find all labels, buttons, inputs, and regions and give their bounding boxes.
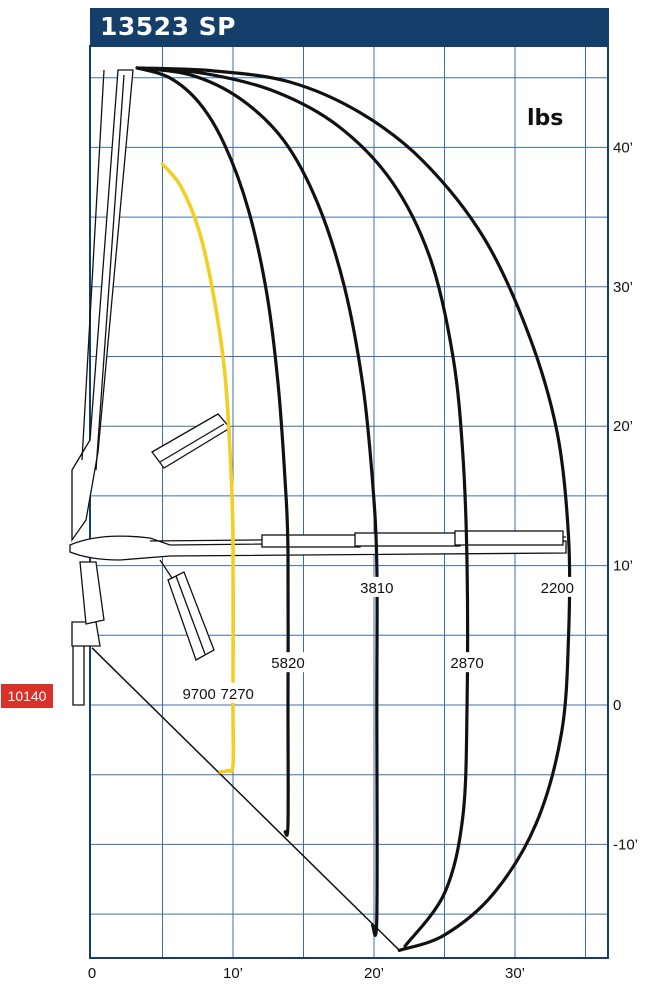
vertical-boom-edge xyxy=(81,69,105,461)
boom-link xyxy=(159,559,173,579)
capacity-label-7270: 7270 xyxy=(221,686,254,703)
y-tick-label: 20’ xyxy=(613,418,633,435)
y-tick-label: 40’ xyxy=(613,139,633,156)
capacity-curve-9700 xyxy=(135,66,290,837)
capacity-label-bg xyxy=(535,576,580,597)
capacity-label-bg xyxy=(354,576,399,597)
capacity-label-bg xyxy=(445,652,490,673)
boom-extension-section xyxy=(454,530,564,546)
capacity-label-2870: 2870 xyxy=(450,655,483,672)
base-capacity-badge: 10140 xyxy=(1,684,53,708)
capacity-label-2200: 2200 xyxy=(541,580,574,597)
x-tick-label: 0 xyxy=(88,965,96,982)
capacity-label-9700: 9700 xyxy=(182,686,215,703)
boom-folded-line xyxy=(159,423,225,463)
crane-boom-vertical xyxy=(71,69,134,543)
slewing-floor-line xyxy=(91,647,400,951)
plot-border xyxy=(89,45,609,959)
capacity-curves xyxy=(135,66,572,952)
x-tick-label: 20’ xyxy=(364,965,384,982)
boom-extension-section xyxy=(261,534,361,548)
vertical-boom-inner xyxy=(95,74,125,471)
y-tick-label: 10’ xyxy=(613,558,633,575)
capacity-curve-2870 xyxy=(135,66,572,952)
capacity-curve-3810 xyxy=(135,66,470,948)
crane-column xyxy=(72,639,85,706)
grid xyxy=(90,46,608,958)
x-tick-label: 10’ xyxy=(223,965,243,982)
unit-label: lbs xyxy=(527,106,563,131)
capacity-label-bg xyxy=(215,682,260,703)
base-capacity-label: 10140 xyxy=(8,688,47,704)
boom-folded-lower-line xyxy=(175,575,206,655)
y-tick-label: 0 xyxy=(613,697,621,714)
capacity-curve-7270 xyxy=(160,162,236,774)
capacity-labels: 9700 7270 5820 3810 2870 2200 xyxy=(177,576,580,703)
title-bar: 13523 SP xyxy=(90,8,609,46)
chart-frame xyxy=(89,45,609,959)
y-tick-label: 30’ xyxy=(613,279,633,296)
capacity-label-bg xyxy=(265,652,310,673)
capacity-label-5820: 5820 xyxy=(271,655,304,672)
x-tick-label: 30’ xyxy=(505,965,525,982)
base-capacity-badge-bg xyxy=(1,684,53,708)
axis-ticks: 40’ 30’ 20’ 10’ 0 -10’ 0 10’ 20’ 30’ xyxy=(88,139,638,982)
capacity-label-3810: 3810 xyxy=(360,580,393,597)
chart-title: 13523 SP xyxy=(100,12,237,41)
crane-illustration xyxy=(69,69,567,706)
boom-extension-section xyxy=(354,532,461,547)
crane-boom-horizontal xyxy=(69,535,567,561)
floor-line xyxy=(91,647,400,951)
crane-pillar xyxy=(79,561,105,625)
capacity-label-bg xyxy=(177,682,222,703)
y-tick-label: -10’ xyxy=(613,836,638,853)
capacity-curve-5820 xyxy=(135,66,379,937)
crane-base-housing xyxy=(71,621,101,647)
